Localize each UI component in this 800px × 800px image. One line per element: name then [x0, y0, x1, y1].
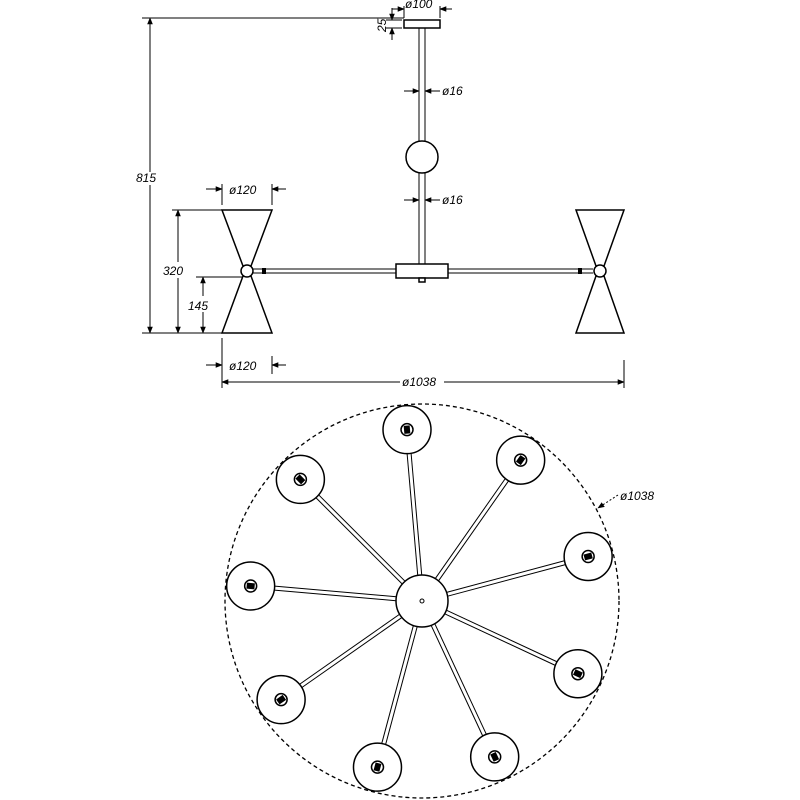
top-arm-5-edge-2 [430, 625, 484, 737]
shade-bottom-diameter-label: ø120 [229, 359, 257, 373]
top-arm-4-edge-1 [446, 609, 558, 663]
top-arm-8-edge-2 [274, 585, 397, 598]
dim-shade-height: 320 [163, 209, 222, 334]
dim-top-diameter: ø1038 [597, 489, 654, 509]
arm-right-collar [578, 268, 582, 274]
dim-shade-bottom-diameter: ø120 [206, 338, 286, 388]
top-arm-8-edge-1 [274, 589, 396, 602]
right-shade-lower [574, 275, 626, 334]
shade-height-label: 320 [163, 264, 183, 278]
dim-rod-upper-diameter: ø16 [404, 84, 463, 98]
top-arm-1-edge-1 [406, 453, 419, 576]
total-height-label: 815 [136, 171, 156, 185]
top-shade-2-bulb [515, 455, 526, 466]
center-hub [395, 263, 449, 279]
top-arm-2-edge-2 [438, 480, 509, 582]
top-arm-3-edge-1 [446, 560, 565, 593]
left-shade-upper [220, 209, 274, 267]
shade-top-diameter-label: ø120 [229, 183, 257, 197]
top-diameter-label: ø1038 [620, 489, 654, 503]
right-shade-upper [574, 209, 626, 267]
front-view: ø100 25 ø16 ø16 815 [136, 0, 626, 389]
top-arm-2-edge-1 [434, 478, 506, 579]
dim-canopy-diameter: ø100 [392, 0, 452, 18]
right-shade-joint [593, 264, 607, 278]
rod-lower-diameter-label: ø16 [442, 193, 463, 207]
top-arm-9-edge-1 [315, 497, 403, 585]
center-ball [405, 140, 439, 174]
top-arm-5-edge-1 [434, 623, 487, 735]
canopy-diameter-label: ø100 [405, 0, 433, 11]
top-arm-7-edge-1 [301, 617, 403, 688]
top-shade-1-bulb [403, 425, 411, 434]
top-arm-3-edge-2 [447, 564, 566, 597]
dim-shade-top-diameter: ø120 [206, 183, 286, 205]
hub-nub [418, 277, 426, 283]
top-arm-9-edge-2 [318, 494, 406, 582]
outer-diameter-circle [224, 403, 620, 799]
left-shade-joint [240, 264, 254, 278]
dim-total-width: ø1038 [221, 360, 625, 389]
dim-canopy-height: 25 [375, 8, 402, 40]
top-shade-5-bulb [490, 751, 500, 762]
top-shade-3-bulb [583, 552, 593, 561]
total-width-label: ø1038 [402, 375, 436, 389]
top-arm-7-edge-2 [299, 613, 400, 685]
top-view: ø1038 [224, 403, 654, 799]
top-shade-8-bulb [246, 582, 255, 590]
dim-total-height: 815 [136, 17, 404, 334]
dim-rod-lower-diameter: ø16 [404, 193, 463, 207]
arm-left-collar [262, 268, 266, 274]
top-shade-7-bulb [276, 694, 287, 705]
top-view-arms [225, 404, 613, 792]
lower-shade-height-label: 145 [188, 299, 208, 313]
top-arm-1-edge-2 [410, 453, 423, 575]
canopy-height-label: 25 [375, 18, 389, 33]
top-arm-6-edge-2 [381, 625, 414, 744]
canopy [403, 19, 441, 29]
top-center-dot [419, 598, 425, 604]
top-arm-4-edge-2 [444, 613, 556, 666]
top-shade-9-bulb [295, 474, 306, 485]
top-arm-6-edge-1 [385, 626, 418, 745]
top-shade-4-bulb [572, 669, 583, 679]
dim-lower-shade-height: 145 [188, 276, 243, 334]
rod-upper-diameter-label: ø16 [442, 84, 463, 98]
left-shade-lower [220, 275, 274, 334]
top-shade-6-bulb [373, 762, 382, 772]
